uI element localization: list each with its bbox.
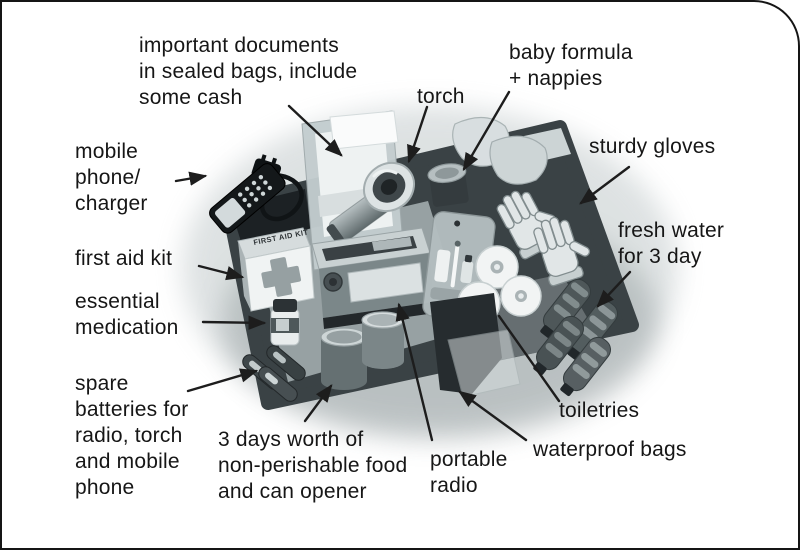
leader-important-documents bbox=[287, 104, 343, 157]
spare-batteries bbox=[242, 345, 306, 402]
label-portable-radio: portable radio bbox=[430, 448, 508, 497]
label-sturdy-gloves: sturdy gloves bbox=[589, 135, 716, 158]
sturdy-gloves bbox=[496, 190, 591, 287]
baby-formula-tin bbox=[427, 163, 469, 207]
label-important-documents: important documents in sealed bags, incl… bbox=[139, 34, 358, 109]
label-first-aid-kit: first aid kit bbox=[75, 247, 173, 270]
leader-baby-formula bbox=[462, 90, 511, 172]
first-aid-kit: FIRST AID KIT bbox=[237, 227, 315, 312]
leader-food bbox=[303, 384, 333, 423]
food-cans bbox=[320, 311, 405, 390]
label-mobile-phone: mobile phone/ charger bbox=[75, 140, 148, 215]
label-essential-medication: essential medication bbox=[75, 290, 179, 339]
leader-essential-medication bbox=[201, 315, 267, 330]
label-torch: torch bbox=[417, 85, 465, 108]
leader-portable-radio bbox=[395, 302, 434, 442]
label-fresh-water: fresh water for 3 day bbox=[618, 219, 725, 268]
torch bbox=[326, 161, 416, 245]
leader-fresh-water bbox=[596, 270, 632, 308]
water-bottles bbox=[533, 278, 618, 397]
leader-waterproof-bags bbox=[458, 390, 528, 442]
leader-torch bbox=[407, 105, 429, 164]
label-baby-formula: baby formula + nappies bbox=[509, 41, 633, 90]
label-toiletries: toiletries bbox=[559, 399, 640, 422]
label-waterproof-bags: waterproof bags bbox=[533, 438, 687, 461]
leader-first-aid-kit bbox=[197, 264, 245, 281]
leader-lines bbox=[174, 90, 632, 442]
label-spare-batteries: spare batteries for radio, torch and mob… bbox=[75, 372, 189, 499]
leader-mobile-phone bbox=[174, 171, 208, 186]
leader-toiletries bbox=[497, 314, 561, 403]
mobile-phone-and-charger bbox=[209, 154, 304, 234]
medication-bottle bbox=[270, 299, 300, 346]
label-food: 3 days worth of non-perishable food and … bbox=[218, 428, 408, 503]
waterproof-bag bbox=[430, 293, 521, 398]
leader-spare-batteries bbox=[186, 368, 259, 393]
toilet-paper-rolls bbox=[457, 245, 542, 325]
leader-sturdy-gloves bbox=[579, 165, 631, 205]
